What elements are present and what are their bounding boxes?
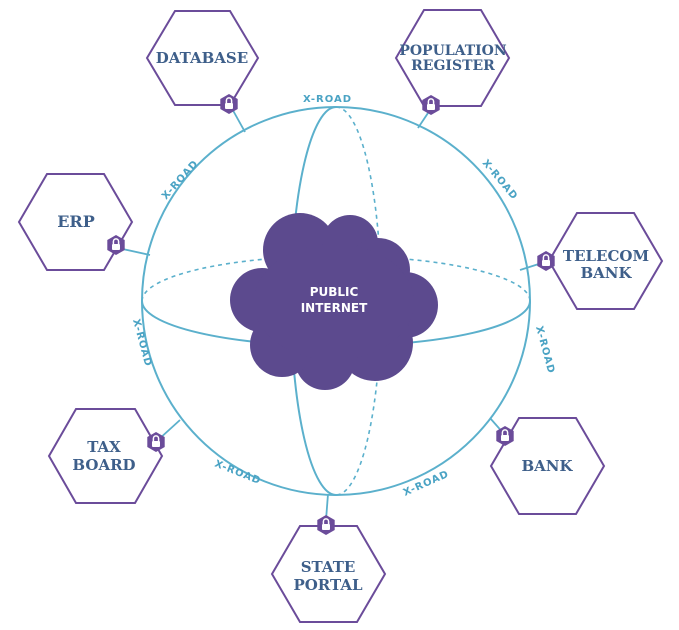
node-bank[interactable]: BANK xyxy=(489,417,606,515)
x-road-label-left: X-ROAD xyxy=(130,318,153,368)
node-label-line1: POPULATION xyxy=(399,43,507,59)
cloud-icon: PUBLIC INTERNET xyxy=(230,213,438,390)
node-label: ERP xyxy=(57,212,95,231)
x-road-label-upper-left: X-ROAD xyxy=(160,158,201,202)
x-road-label-lower-left: X-ROAD xyxy=(213,459,263,488)
cloud-label-line1: PUBLIC xyxy=(310,285,359,299)
x-road-label-top: X-ROAD xyxy=(303,94,352,105)
node-label-line1: TELECOM xyxy=(563,247,649,265)
node-telecom-bank[interactable]: TELECOM BANK xyxy=(536,212,664,310)
node-erp[interactable]: ERP xyxy=(17,173,134,271)
node-label-line2: REGISTER xyxy=(411,58,495,74)
node-database[interactable]: DATABASE xyxy=(145,10,260,115)
x-road-label-right: X-ROAD xyxy=(533,325,556,375)
node-label-line2: PORTAL xyxy=(293,576,363,594)
equator-back xyxy=(141,255,531,302)
cloud-label-line2: INTERNET xyxy=(301,301,368,315)
node-tax-board[interactable]: TAX BOARD xyxy=(47,408,166,504)
node-label-line2: BOARD xyxy=(72,456,135,474)
node-label-line2: BANK xyxy=(580,264,632,282)
meridian-back xyxy=(335,106,382,496)
node-label-line1: TAX xyxy=(87,438,121,456)
node-state-portal[interactable]: STATE PORTAL xyxy=(270,514,387,623)
node-label-line1: STATE xyxy=(301,558,356,576)
node-label: BANK xyxy=(521,457,573,475)
node-population-register[interactable]: POPULATION REGISTER xyxy=(394,9,511,116)
node-label: DATABASE xyxy=(156,49,248,67)
